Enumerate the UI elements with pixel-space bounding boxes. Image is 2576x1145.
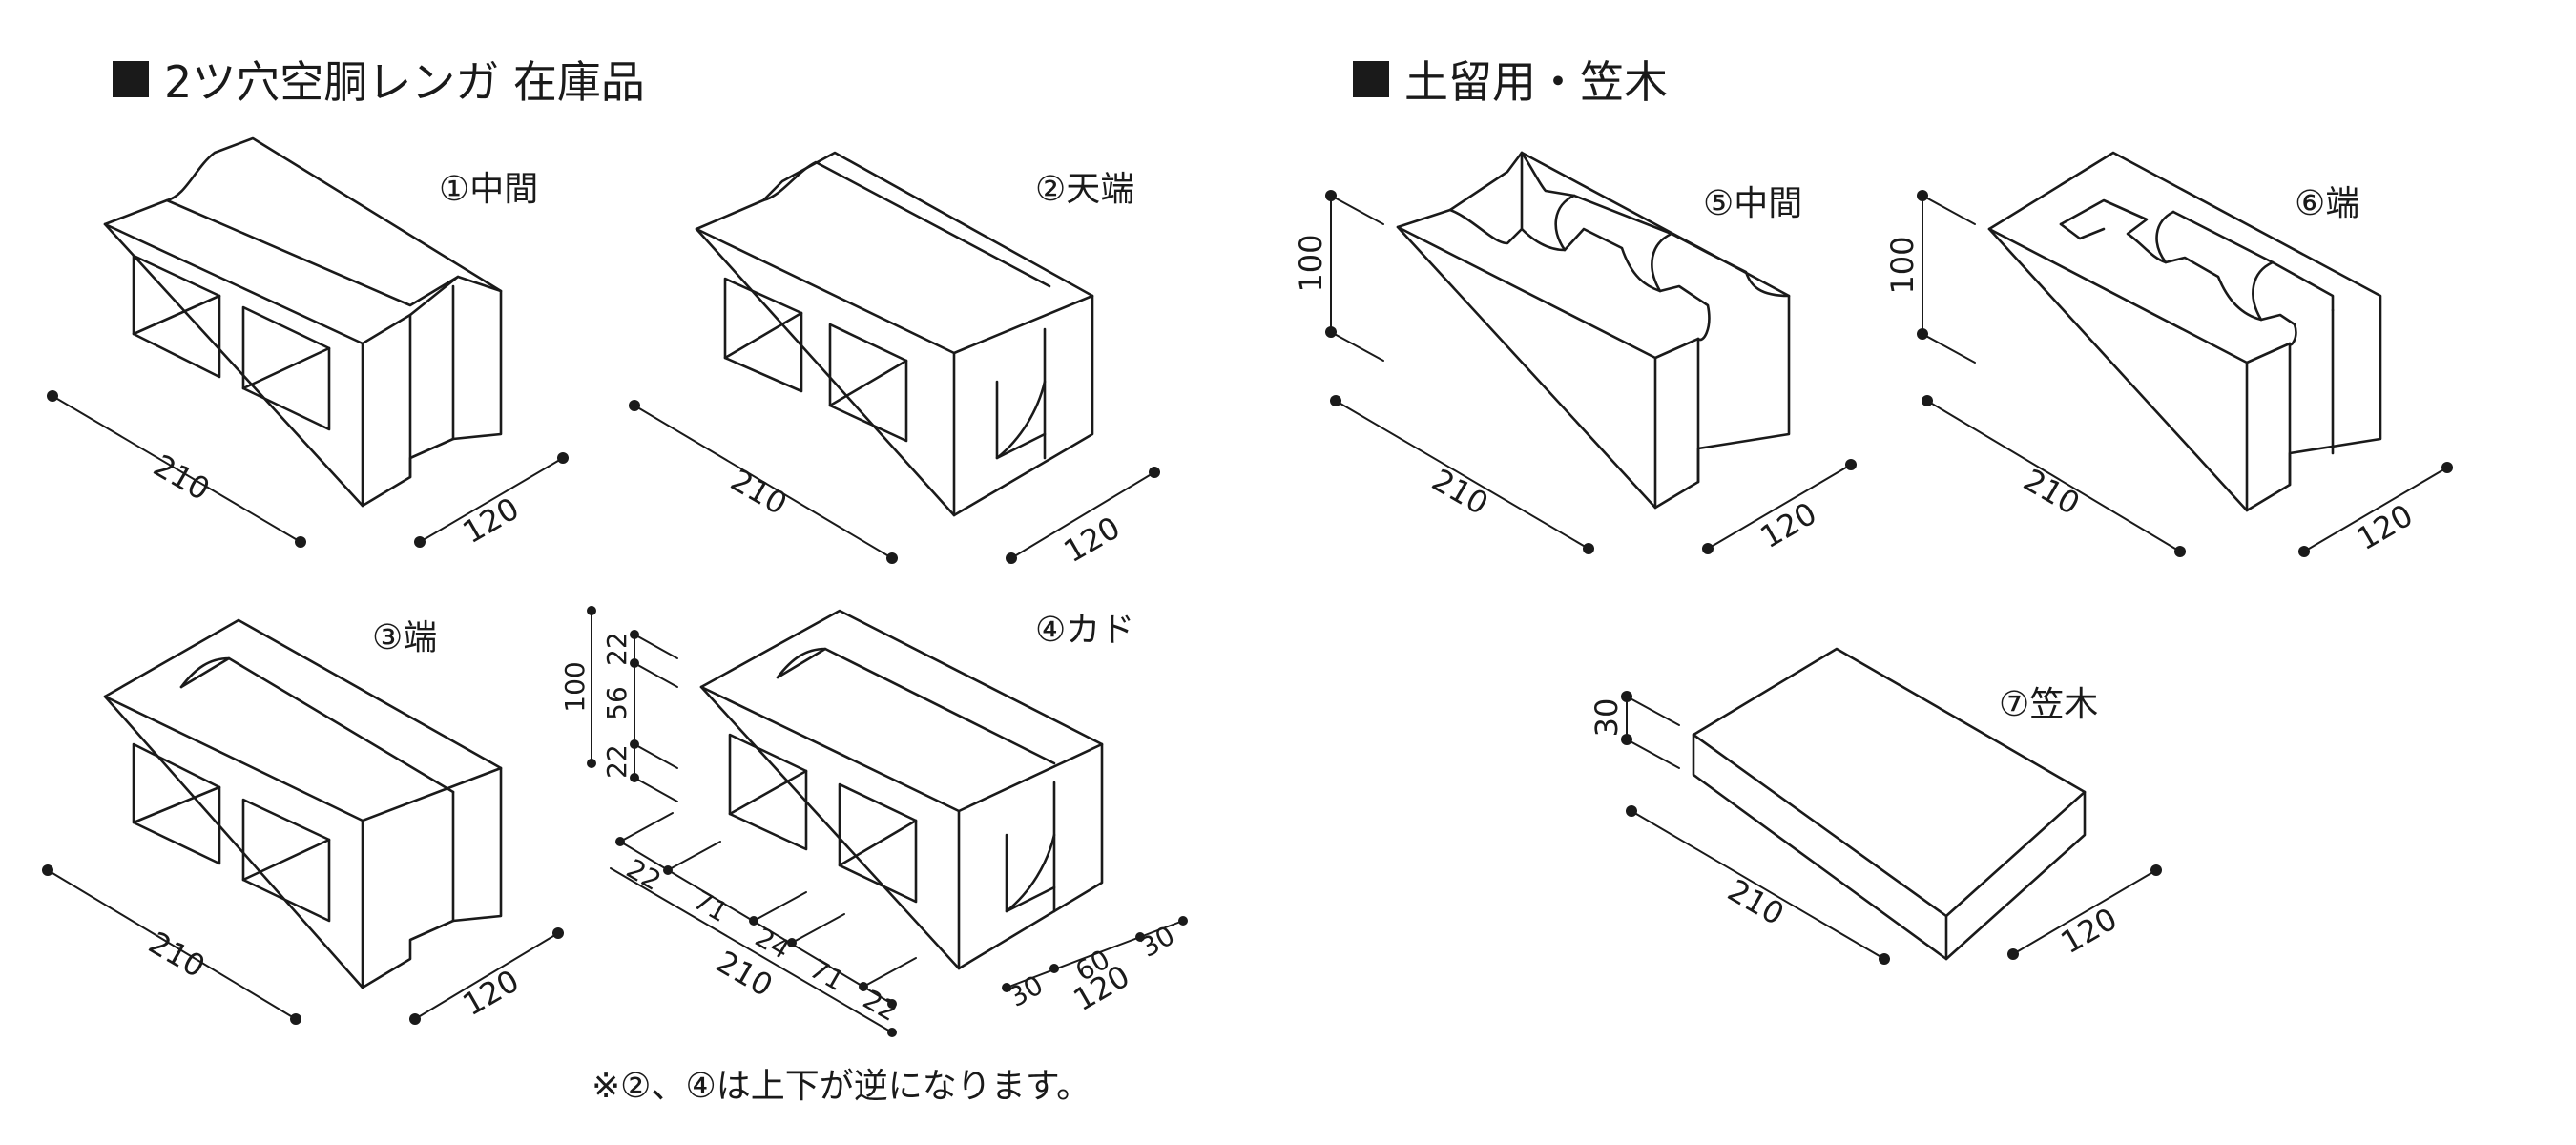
dimension-height: 100 [1293, 190, 1384, 362]
brick-drawing [103, 136, 503, 508]
coping-drawing [1692, 647, 2087, 961]
brick-drawing [695, 151, 1094, 517]
dimension-length: 210 [47, 390, 306, 548]
dimension-label: 120 [1755, 495, 1823, 555]
footnote: ※②、④は上下が逆になります。 [592, 1067, 1091, 1106]
section-header-retaining: 土留用・笠木 [1353, 56, 1668, 108]
brick-item-4: ④カド 100 22 56 22 [559, 606, 1188, 1037]
dimension-label: 71 [804, 953, 849, 997]
item-label: ⑤中間 [1703, 184, 1802, 223]
dimension-label: 30 [1004, 969, 1049, 1013]
brick-item-1: ①中間 210 120 [47, 136, 569, 551]
dimension-label: 120 [457, 963, 526, 1023]
dimension-label: 56 [601, 686, 633, 720]
brick-item-5: ⑤中間 100 210 120 [1293, 151, 1857, 555]
square-bullet-icon [1353, 61, 1389, 97]
dimension-width: 120 [1006, 467, 1160, 570]
section-header-stock: 2ツ穴空胴レンガ 在庫品 [113, 56, 645, 108]
dimension-length: 210 [610, 867, 897, 1037]
dimension-label: 30 [1589, 698, 1625, 738]
dimension-width: 120 [409, 927, 564, 1025]
dimension-length: 210 [629, 400, 898, 564]
dimension-label: 210 [148, 448, 217, 508]
brick-drawing [103, 618, 503, 989]
brick-item-3: ③端 210 120 [42, 618, 564, 1025]
square-bullet-icon [113, 61, 149, 97]
dimension-label: 22 [601, 744, 633, 779]
item-label: ①中間 [439, 170, 538, 209]
dimension-label: 22 [621, 853, 666, 897]
brick-drawing [1396, 151, 1791, 510]
dimension-label: 210 [1426, 462, 1495, 522]
dimension-width: 120 [414, 452, 569, 551]
dimension-height-breakdown: 22 56 22 [601, 630, 678, 802]
dimension-length: 210 [1626, 805, 1890, 965]
dimension-label: 100 [559, 661, 591, 712]
dimension-label: 210 [725, 462, 794, 522]
dimension-label: 22 [601, 632, 633, 666]
brick-drawing [699, 609, 1104, 970]
dimension-height: 100 [559, 606, 596, 768]
dimension-label: 120 [1058, 510, 1127, 570]
brick-drawing [1987, 151, 2382, 512]
dimension-label: 120 [457, 490, 526, 551]
dimension-label: 120 [2055, 901, 2124, 961]
dimension-width: 120 [1702, 459, 1857, 555]
dimension-label: 100 [1884, 236, 1921, 294]
coping-item-7: ⑦笠木 30 210 120 [1589, 647, 2162, 965]
brick-item-6: ⑥端 100 210 120 [1884, 151, 2453, 557]
dimension-label: 30 [1135, 920, 1180, 964]
item-label: ②天端 [1035, 170, 1134, 209]
dimension-height: 100 [1884, 190, 1976, 364]
dimension-length: 210 [1330, 395, 1594, 554]
dimension-label: 100 [1293, 234, 1329, 292]
section-title-retaining: 土留用・笠木 [1404, 56, 1668, 108]
dimension-label: 210 [2018, 462, 2087, 522]
dimension-label: 120 [2351, 497, 2420, 557]
dimension-label: 210 [1722, 872, 1791, 932]
dimension-length: 210 [1922, 395, 2186, 557]
dimension-width: 120 [2298, 462, 2453, 557]
item-label: ③端 [372, 618, 437, 657]
item-label: ④カド [1035, 611, 1134, 650]
brick-item-2: ②天端 210 120 [629, 151, 1160, 570]
item-label: ⑥端 [2295, 184, 2359, 223]
dimension-height: 30 [1589, 691, 1680, 769]
dimension-width: 120 [2007, 864, 2162, 961]
section-title-stock: 2ツ穴空胴レンガ 在庫品 [164, 56, 645, 108]
item-label: ⑦笠木 [1999, 685, 2098, 724]
dimension-label: 71 [688, 885, 733, 928]
